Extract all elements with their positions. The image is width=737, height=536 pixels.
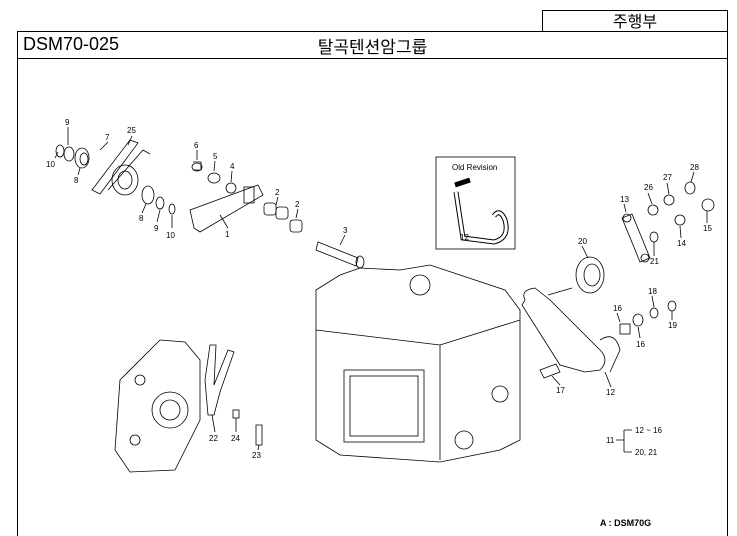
callout-27: 27 [663, 173, 672, 182]
callout-25: 25 [127, 126, 136, 135]
callout-26: 26 [644, 183, 653, 192]
callout-12: 12 [606, 388, 615, 397]
callout-1: 1 [225, 230, 230, 239]
callout-8a: 8 [74, 176, 79, 185]
header-row: DSM70-025 탈곡텐션암그룹 [17, 31, 728, 59]
callout-10b: 10 [166, 231, 175, 240]
legend-child-1: 12 ~ 16 [635, 426, 662, 435]
callout-17: 17 [556, 386, 565, 395]
right-arm-assembly [521, 181, 715, 379]
callout-9b: 9 [154, 224, 159, 233]
callout-2b: 2 [295, 200, 300, 209]
callout-15: 15 [703, 224, 712, 233]
doc-title: 탈곡텐션암그룹 [317, 38, 428, 58]
inset-caption: Old Revision [452, 163, 497, 172]
callout-9a: 9 [65, 118, 70, 127]
model-label: A : DSM70G [600, 518, 652, 528]
callout-16b: 16 [636, 340, 645, 349]
callout-6: 6 [194, 141, 199, 150]
callout-21: 21 [650, 257, 659, 266]
callout-14: 14 [677, 239, 686, 248]
callout-10a: 10 [46, 160, 55, 169]
callout-16a: 16 [613, 304, 622, 313]
transmission-housing [315, 264, 521, 463]
callout-24: 24 [231, 434, 240, 443]
callout-19: 19 [668, 321, 677, 330]
inset-part: 12 [460, 233, 469, 242]
tension-arm [189, 161, 303, 233]
legend-child-2: 20, 21 [635, 448, 658, 457]
callout-3: 3 [343, 226, 348, 235]
callout-23: 23 [252, 451, 261, 460]
section-label: 주행부 [542, 10, 728, 31]
drawing-frame [17, 31, 728, 536]
callout-8b: 8 [139, 214, 144, 223]
callout-2a: 2 [275, 188, 280, 197]
legend-parent: 11 [606, 436, 615, 445]
callout-18: 18 [648, 287, 657, 296]
callout-28: 28 [690, 163, 699, 172]
old-revision-inset [435, 156, 516, 250]
callout-7: 7 [105, 133, 110, 142]
shaft [315, 241, 365, 269]
doc-code: DSM70-025 [23, 34, 120, 54]
callout-20: 20 [578, 237, 587, 246]
callout-13: 13 [620, 195, 629, 204]
side-housing [114, 339, 263, 473]
callout-4: 4 [230, 162, 235, 171]
tension-pulley-assembly [55, 139, 176, 215]
callout-5: 5 [213, 152, 218, 161]
callout-22: 22 [209, 434, 218, 443]
